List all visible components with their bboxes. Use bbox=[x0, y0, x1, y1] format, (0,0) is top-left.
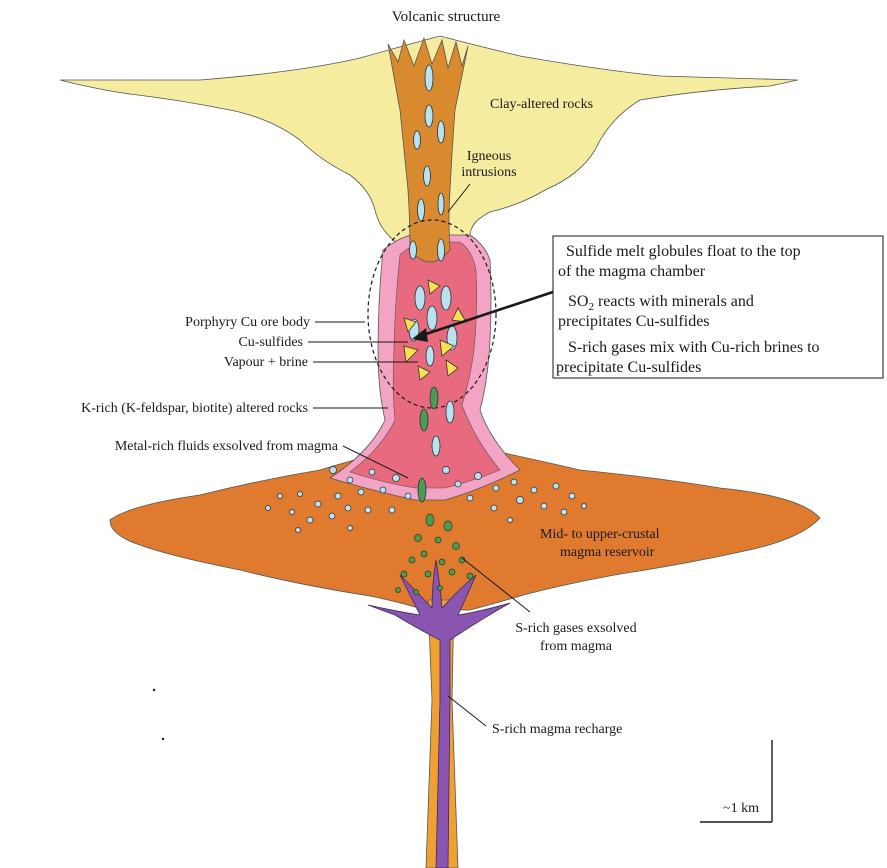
callout-so-text: SO bbox=[568, 293, 588, 310]
leader-recharge bbox=[448, 696, 486, 726]
label-vapour: Vapour + brine bbox=[224, 355, 308, 370]
callout-line-2: of the magma chamber bbox=[558, 263, 706, 280]
label-igneous-1: Igneous bbox=[467, 149, 511, 164]
label-reservoir-1: Mid- to upper-crustal bbox=[540, 527, 660, 542]
label-porphyry: Porphyry Cu ore body bbox=[185, 315, 310, 330]
callout-line-3-rest: reacts with minerals and bbox=[594, 293, 754, 310]
label-cu-sulfides: Cu-sulfides bbox=[238, 335, 303, 350]
label-metal-rich: Metal-rich fluids exsolved from magma bbox=[115, 439, 339, 454]
scale-bar-label: ~1 km bbox=[723, 801, 759, 816]
diagram-title: Volcanic structure bbox=[392, 9, 501, 25]
label-s-gases-1: S-rich gases exsolved bbox=[515, 621, 636, 636]
label-igneous-2: intrusions bbox=[461, 165, 516, 180]
stray-dot bbox=[153, 689, 155, 691]
label-s-gases-2: from magma bbox=[540, 639, 613, 654]
label-recharge: S-rich magma recharge bbox=[492, 722, 622, 737]
callout-line-1: Sulfide melt globules float to the top bbox=[566, 243, 801, 260]
callout-line-4: precipitates Cu-sulfides bbox=[558, 313, 710, 330]
callout-line-6: precipitate Cu-sulfides bbox=[556, 359, 701, 376]
label-reservoir-2: magma reservoir bbox=[560, 545, 655, 560]
stray-dot bbox=[162, 738, 164, 740]
label-clay-altered: Clay-altered rocks bbox=[490, 97, 593, 112]
callout-line-5: S-rich gases mix with Cu-rich brines to bbox=[568, 339, 820, 356]
label-k-rich: K-rich (K-feldspar, biotite) altered roc… bbox=[81, 401, 308, 416]
